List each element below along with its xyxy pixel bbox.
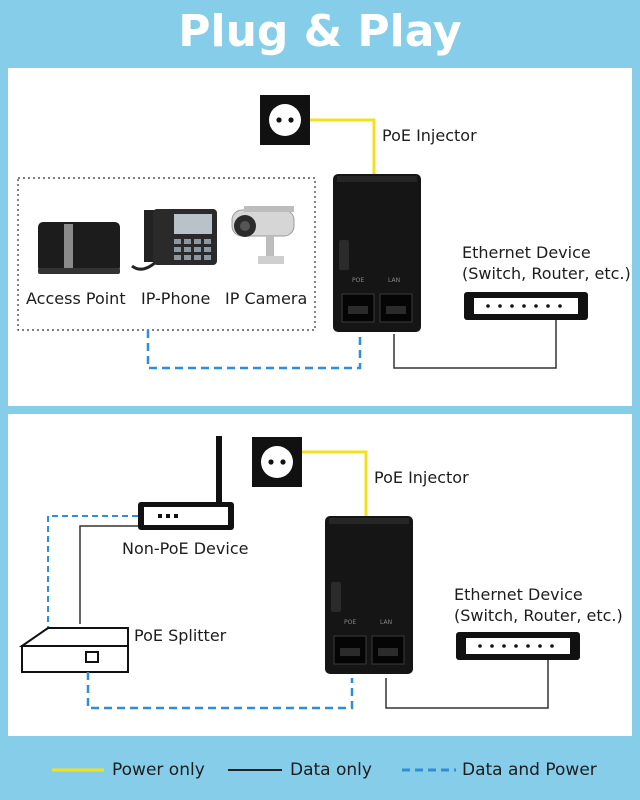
ethernet-device-label: Ethernet Device (Switch, Router, etc.) — [462, 242, 631, 284]
ip-camera-icon — [231, 206, 295, 264]
port-label-poe: POE — [352, 277, 364, 284]
poe-injector-icon — [325, 516, 413, 674]
ethernet-device-examples: (Switch, Router, etc.) — [454, 606, 623, 625]
poe-splitter-label: PoE Splitter — [134, 626, 227, 645]
ip-phone-icon — [131, 209, 217, 271]
device-label-ip-camera: IP Camera — [225, 289, 308, 308]
data-line — [385, 660, 549, 709]
ethernet-device-title: Ethernet Device — [454, 585, 583, 604]
data-power-line — [86, 672, 354, 710]
device-label-ip-phone: IP-Phone — [141, 289, 211, 308]
access-point-icon — [38, 222, 120, 274]
ethernet-device-examples: (Switch, Router, etc.) — [462, 264, 631, 283]
ethernet-switch-icon — [456, 632, 580, 660]
port-label-lan: LAN — [380, 619, 392, 626]
injector-label: PoE Injector — [382, 126, 477, 145]
data-line — [393, 320, 557, 369]
legend-swatches — [52, 768, 456, 772]
ethernet-device-title: Ethernet Device — [462, 243, 591, 262]
legend: Power only Data only Data and Power — [0, 748, 640, 792]
non-poe-router-icon — [138, 436, 234, 530]
poe-injector-icon — [333, 174, 421, 332]
top-diagram: POE LAN — [17, 95, 588, 370]
top-diagram-panel: POE LAN PoE Injector Access Point IP-Pho… — [8, 68, 632, 406]
legend-data-label: Data only — [290, 760, 372, 780]
ethernet-device-label: Ethernet Device (Switch, Router, etc.) — [454, 584, 623, 626]
legend-power-label: Power only — [112, 760, 205, 780]
ethernet-switch-icon — [464, 292, 588, 320]
port-label-poe: POE — [344, 619, 356, 626]
power-line — [310, 118, 376, 176]
poe-splitter-icon — [18, 627, 129, 673]
data-power-line — [47, 515, 138, 632]
injector-label: PoE Injector — [374, 468, 469, 487]
data-power-line — [146, 330, 362, 370]
bottom-diagram-panel: POE LAN PoE Injector Non-PoE Device PoE … — [8, 414, 632, 736]
data-line — [79, 525, 138, 624]
power-line — [302, 450, 368, 518]
bottom-diagram: POE LAN — [18, 436, 580, 710]
device-label-access-point: Access Point — [26, 289, 126, 308]
power-outlet-icon — [252, 437, 302, 487]
powered-devices-box — [17, 177, 316, 331]
port-label-lan: LAN — [388, 277, 400, 284]
legend-data-power-label: Data and Power — [462, 760, 597, 780]
non-poe-device-label: Non-PoE Device — [122, 539, 249, 558]
power-outlet-icon — [260, 95, 310, 145]
page-title: Plug & Play — [178, 6, 462, 57]
